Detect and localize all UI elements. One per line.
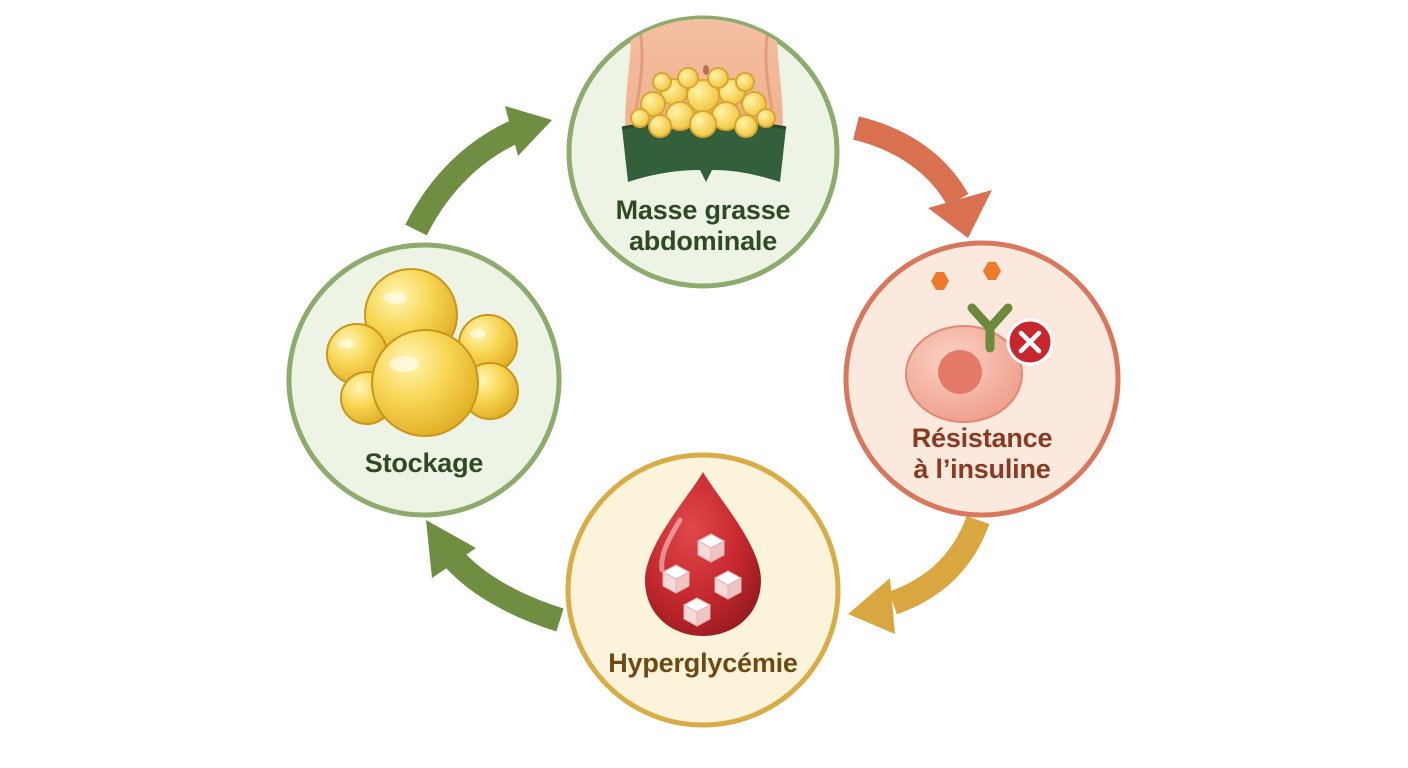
node-abdominal-fat-label-line2: abdominale [629, 226, 777, 256]
arrow-hyperglycemia-to-storage [426, 520, 564, 632]
arrow-fat-to-resistance-shaft [852, 116, 969, 207]
node-hyperglycemia-label: Hyperglycémie [608, 648, 798, 678]
node-abdominal-fat: Masse grasse abdominale [566, 15, 840, 289]
arrow-resistance-to-hyperglycemia-shaft [888, 515, 990, 615]
arrow-storage-to-fat [405, 106, 552, 236]
arrow-storage-to-fat-head [505, 106, 552, 156]
abdomen-fat-icon [621, 19, 787, 182]
node-insulin-resistance: Résistance à l’insuline [843, 240, 1121, 518]
arrow-hyperglycemia-to-storage-shaft [446, 551, 564, 632]
arrow-hyperglycemia-to-storage-head [426, 520, 476, 578]
blood-drop-sugar-icon [645, 472, 761, 636]
node-insulin-resistance-label-line2: à l’insuline [913, 454, 1050, 484]
arrow-resistance-to-hyperglycemia-head [848, 578, 895, 634]
arrow-storage-to-fat-shaft [405, 121, 520, 236]
node-insulin-resistance-label-line1: Résistance [912, 423, 1053, 453]
arrow-fat-to-resistance-head [928, 190, 992, 238]
node-hyperglycemia: Hyperglycémie [565, 452, 841, 728]
arrow-fat-to-resistance [852, 116, 992, 238]
node-storage: Stockage [286, 242, 562, 518]
node-abdominal-fat-label-line1: Masse grasse [616, 195, 791, 225]
arrow-resistance-to-hyperglycemia [848, 515, 990, 634]
blocked-insulin-cell-icon [905, 262, 1054, 423]
fat-cells-icon [326, 268, 519, 437]
node-storage-label: Stockage [365, 448, 484, 478]
